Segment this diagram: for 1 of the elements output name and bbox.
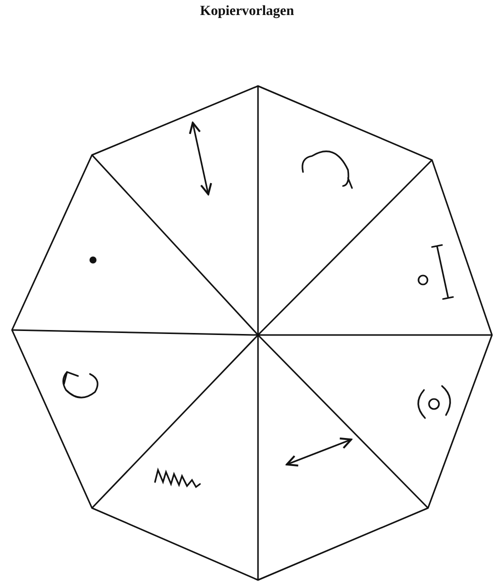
title: Kopiervorlagen [200, 4, 294, 20]
